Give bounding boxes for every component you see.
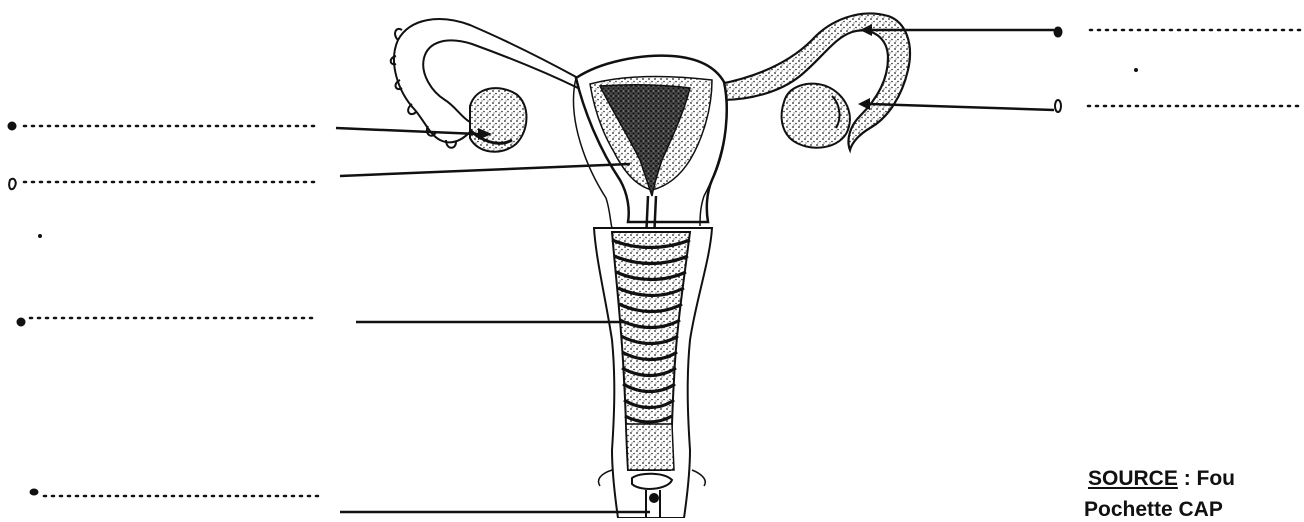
source-text: Fou bbox=[1197, 467, 1235, 490]
vagina bbox=[594, 228, 712, 518]
stray-mark bbox=[39, 235, 42, 238]
left-label-leaders bbox=[8, 122, 650, 512]
label-slot-right-1 bbox=[860, 24, 1300, 37]
label-slot-left-3 bbox=[17, 318, 624, 326]
right-label-leaders bbox=[858, 24, 1300, 112]
right-ovary bbox=[782, 84, 850, 148]
uterus bbox=[573, 56, 727, 240]
label-slot-left-2 bbox=[9, 164, 630, 189]
source-separator: : bbox=[1178, 467, 1197, 490]
label-slot-right-2 bbox=[858, 98, 1300, 112]
source-label: SOURCE bbox=[1088, 467, 1178, 490]
stray-mark-right bbox=[1135, 69, 1138, 72]
label-slot-left-4 bbox=[30, 489, 650, 512]
source-caption-line2: Pochette CAP bbox=[1084, 497, 1223, 522]
source-caption: SOURCE : Fou bbox=[1088, 466, 1235, 491]
label-slot-left-1 bbox=[8, 122, 492, 140]
left-ovary bbox=[470, 88, 527, 152]
